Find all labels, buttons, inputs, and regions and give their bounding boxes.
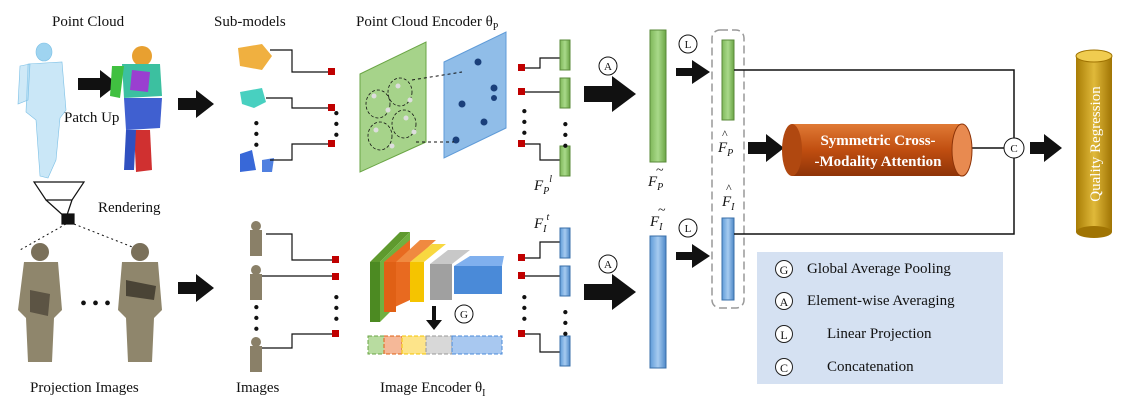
ellipsis-label: • • • [555, 309, 575, 337]
arrow-icon [676, 244, 710, 268]
projected-image-feature [721, 217, 735, 301]
aggregated-point-feature [649, 29, 667, 163]
image-tokens [559, 227, 571, 367]
point-cloud-label: Point Cloud [52, 14, 125, 30]
projection-images-label: Projection Images [30, 380, 139, 396]
ellipsis-label: • • • [80, 293, 111, 315]
legend-text: Global Average Pooling [807, 260, 951, 277]
patched-point-cloud-figure [110, 46, 162, 172]
legend-text: Concatenation [827, 358, 914, 375]
f-i-t-label: FIt [533, 212, 550, 235]
arrow-icon [748, 134, 784, 162]
images-label: Images [236, 380, 279, 396]
linear-operator: L [678, 34, 698, 54]
ellipsis-label: • • • [514, 294, 534, 322]
svg-text:A: A [604, 61, 612, 73]
f-i-tilde-label: FI [649, 214, 663, 233]
f-p-hat-label: FP [717, 140, 733, 159]
arrow-icon [584, 76, 636, 112]
aggregated-image-feature [649, 235, 667, 369]
image-encoder-blocks [370, 232, 504, 322]
legend-symbol: L [775, 325, 793, 343]
svg-text:L: L [685, 223, 692, 235]
svg-text:A: A [604, 259, 612, 271]
averaging-operator: A [598, 56, 618, 76]
svg-text:G: G [460, 309, 468, 321]
f-p-l-label: FPl [533, 174, 552, 197]
attention-line1: Symmetric Cross- [820, 133, 935, 149]
camera-icon [32, 181, 86, 225]
linear-operator: L [678, 218, 698, 238]
arrow-icon [78, 70, 118, 98]
svg-text:C: C [1010, 143, 1017, 155]
tilde-mark: ~ [656, 163, 664, 178]
ellipsis-label: • • • [246, 120, 266, 148]
point-cloud-figure [17, 42, 67, 179]
concat-operator: C [1003, 137, 1025, 159]
arrow-icon [426, 306, 442, 330]
svg-text:L: L [685, 39, 692, 51]
pooled-features [367, 335, 503, 355]
legend-item: C Concatenation [775, 358, 914, 376]
legend-item: L Linear Projection [775, 325, 932, 343]
token-markers [328, 68, 339, 337]
attention-module: Symmetric Cross- -Modality Attention [782, 123, 973, 177]
averaging-operator: A [598, 254, 618, 274]
feature-connectors [522, 57, 560, 353]
sub-models-label: Sub-models [214, 14, 286, 30]
ellipsis-label: • • • [326, 294, 346, 322]
gap-operator: G [454, 304, 474, 324]
legend-text: Element-wise Averaging [807, 292, 955, 309]
hat-mark: ^ [726, 181, 732, 195]
legend-item: G Global Average Pooling [775, 260, 951, 278]
legend-item: A Element-wise Averaging [775, 292, 955, 310]
sub-model-connectors [262, 49, 334, 349]
f-p-tilde-label: FP [647, 174, 663, 193]
image-encoder-label: Image Encoder θI [380, 380, 485, 399]
legend-text: Linear Projection [827, 325, 932, 342]
tilde-mark: ~ [658, 203, 666, 218]
sub-model-patches [238, 44, 274, 172]
legend: G Global Average Pooling A Element-wise … [757, 252, 1003, 384]
f-i-hat-label: FI [721, 194, 735, 213]
ellipsis-label: • • • [246, 304, 266, 332]
projection-image-soldier [118, 243, 162, 362]
pc-encoder-planes [359, 31, 507, 173]
token-markers [518, 64, 525, 337]
projected-point-feature [721, 39, 735, 121]
legend-symbol: A [775, 292, 793, 310]
arrow-icon [676, 60, 710, 84]
ellipsis-label: • • • [514, 108, 534, 136]
projection-group [711, 29, 745, 309]
ellipsis-label: • • • [326, 110, 346, 138]
projection-image-soldier [18, 243, 62, 362]
legend-symbol: G [775, 260, 793, 278]
point-tokens [559, 39, 571, 177]
legend-symbol: C [775, 358, 793, 376]
image-thumbnails [250, 221, 262, 372]
arrow-icon [584, 274, 636, 310]
hat-mark: ^ [722, 127, 728, 141]
quality-regression-label: Quality Regression [1088, 86, 1104, 202]
attention-line2: -Modality Attention [814, 154, 942, 170]
arrow-icon [178, 90, 214, 118]
arrow-icon [1030, 134, 1062, 162]
patch-up-label: Patch Up [64, 110, 119, 126]
quality-regression-module: Quality Regression [1075, 49, 1113, 238]
rendering-label: Rendering [98, 200, 161, 216]
pc-encoder-label: Point Cloud Encoder θP [356, 14, 499, 33]
ellipsis-label: • • • [555, 121, 575, 149]
arrow-icon [178, 274, 214, 302]
